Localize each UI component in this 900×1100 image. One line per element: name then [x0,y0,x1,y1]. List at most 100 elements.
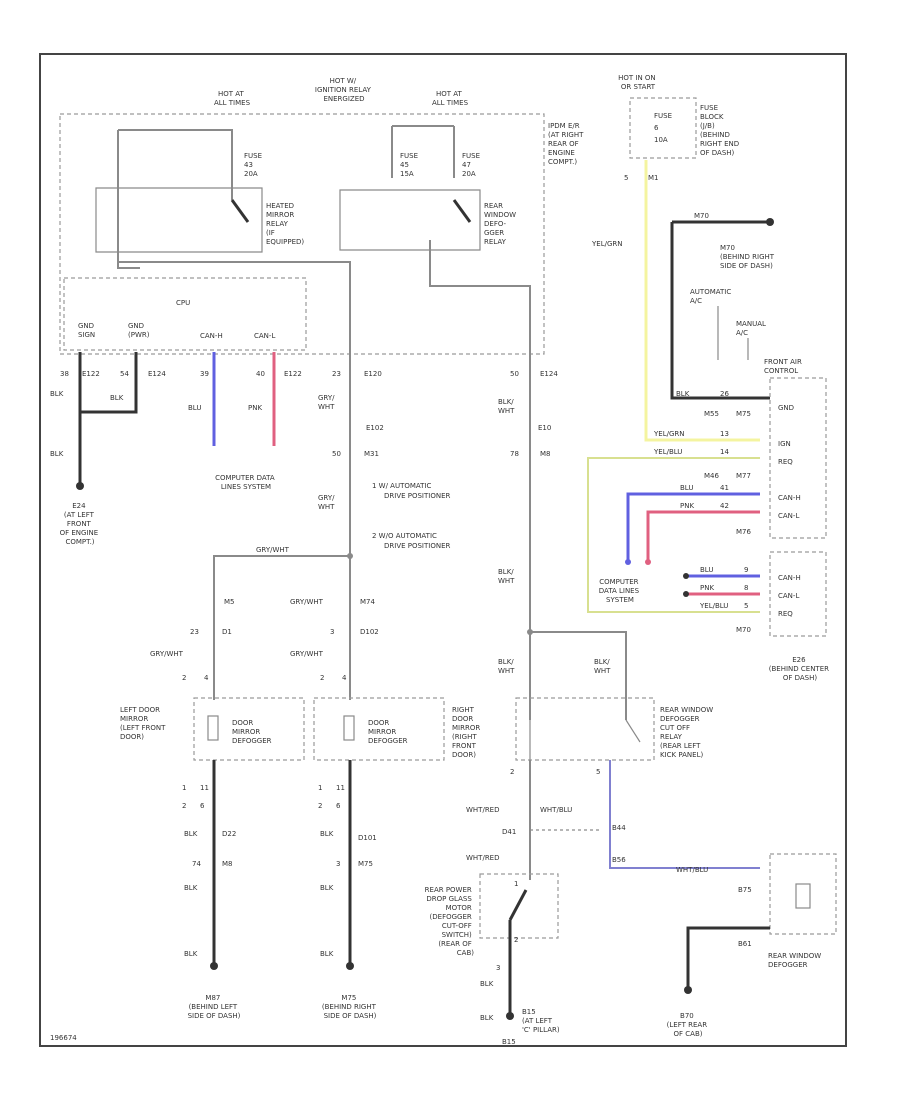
pin-2d: 2 [318,802,322,810]
e10: E10 [538,424,551,432]
pin-26: 26 [720,390,729,398]
can-node-h [625,559,631,565]
pin-8: 8 [744,584,748,592]
gry-wht-5: GRY/WHT [150,650,184,658]
pin-74: 74 [192,860,201,868]
gry-wht-2: GRY/ WHT [318,494,337,511]
blu-label: BLU [188,404,201,412]
pin-m74: M74 [360,598,375,606]
m46: M46 [704,472,719,480]
b15-label: B15 (AT LEFT 'C' PILLAR) [522,1008,560,1034]
manual-ac: MANUAL A/C [736,320,768,337]
can-h2-label: CAN-H [778,574,801,582]
pin-m8b: M8 [222,860,233,868]
ign-label: IGN [778,440,791,448]
m70-2: M70 [736,626,751,634]
cpu-box [63,277,307,351]
rear-defogger-relay-label: REAR WINDOW DEFO- GGER RELAY [484,202,518,246]
pin-3b: 3 [336,860,340,868]
rear-window-defogger-label: REAR WINDOW DEFOGGER [768,952,823,969]
left-door-mirror-label: LEFT DOOR MIRROR (LEFT FRONT DOOR) [120,706,168,741]
pin-23b: 23 [190,628,199,636]
e26-label: E26 (BEHIND CENTER OF DASH) [769,656,831,682]
hot-label-1: HOT AT ALL TIMES [214,90,251,107]
pin-e124b: E124 [540,370,558,378]
blk-wht-1: BLK/ WHT [498,398,516,415]
can-h-label: CAN-H [778,494,801,502]
pin-11: 11 [200,784,209,792]
hot-label-3: HOT AT ALL TIMES [432,90,469,107]
b15-bottom: B15 [502,1038,516,1046]
pin-2e: 2 [510,768,514,776]
pin-5: 5 [596,768,600,776]
pin-2: 2 [182,674,186,682]
pin-78: 78 [510,450,519,458]
pin-4: 4 [204,674,209,682]
ground-m75 [346,962,354,970]
gry-wht-4: GRY/WHT [290,598,324,606]
note-1: 1 W/ AUTOMATIC [372,482,432,490]
blk-wht-4: BLK/ WHT [594,658,612,675]
wht-blu-1: WHT/BLU [540,806,572,814]
gnd-label: GND [778,404,794,412]
door-mirror-defogger-r: DOOR MIRROR DEFOGGER [368,719,408,745]
rear-defogger-grid [795,883,811,909]
note-1b: DRIVE POSITIONER [384,492,451,500]
m70-top: M70 [694,212,709,220]
ipdm-wire-rear-relay [339,189,481,251]
pin-e122: E122 [82,370,100,378]
rear-defogger-cutoff-label: REAR WINDOW DEFOGGER CUT OFF RELAY (REAR… [660,706,715,759]
front-air-box [769,377,827,539]
b75: B75 [738,886,752,894]
fuse-heated-label: FUSE 43 20A [244,152,264,178]
blk-11: BLK [480,1014,494,1022]
m77: M77 [736,472,751,480]
wire-can-l-2 [646,510,760,562]
d41: D41 [502,828,516,836]
wire-can-h-2 [626,492,760,562]
ipdm-wire-heated [117,129,351,355]
pnk-2: PNK [680,502,694,510]
m87-label: M87 (BEHIND LEFT SIDE OF DASH) [188,994,241,1020]
req-label: REQ [778,458,793,466]
cutoff-relay-box [515,697,655,761]
left-mirror-box [193,697,305,761]
pin-23: 23 [332,370,341,378]
ipdm-wire-rear-out [429,240,531,355]
wire-defogger-gnd [686,926,770,990]
front-air-label: FRONT AIR CONTROL [764,358,804,375]
pin-11b: 11 [336,784,345,792]
pin-1c: 1 [514,880,518,888]
footer-code: 196674 [50,1034,77,1042]
blk-1: BLK [50,390,64,398]
can-l2-label: CAN-L [778,592,799,600]
blk-ac: BLK [676,390,690,398]
blk-4: BLK [184,830,198,838]
m75-label: M75 (BEHIND RIGHT SIDE OF DASH) [322,994,378,1020]
e26-node-h [683,573,689,579]
ipdm-wire-rear [391,125,455,178]
fuse-block-label: FUSE BLOCK (J/B) (BEHIND RIGHT END OF DA… [700,104,741,157]
wire-wht-blu [609,760,760,869]
pin-m31: M31 [364,450,379,458]
b44: B44 [612,824,626,832]
pin-d101: D101 [358,834,377,842]
hot-label-4: HOT IN ON OR START [618,74,658,91]
pin-14: 14 [720,448,729,456]
door-mirror-defogger-l: DOOR MIRROR DEFOGGER [232,719,272,745]
wire-right-branch [530,631,627,720]
hot-label-2: HOT W/ IGNITION RELAY ENERGIZED [315,77,373,103]
b70-label: B70 (LEFT REAR OF CAB) [667,1012,710,1038]
pin-38: 38 [60,370,69,378]
req2-label: REQ [778,610,793,618]
m70-label: M70 (BEHIND RIGHT SIDE OF DASH) [720,244,776,270]
ground-e24 [76,482,84,490]
pnk-label: PNK [248,404,262,412]
pin-e122b: E122 [284,370,302,378]
pin-5b: 5 [744,602,748,610]
wht-red-2: WHT/RED [466,854,500,862]
rear-glass-switch [508,889,528,921]
blk-8: BLK [184,950,198,958]
pin-d22: D22 [222,830,236,838]
